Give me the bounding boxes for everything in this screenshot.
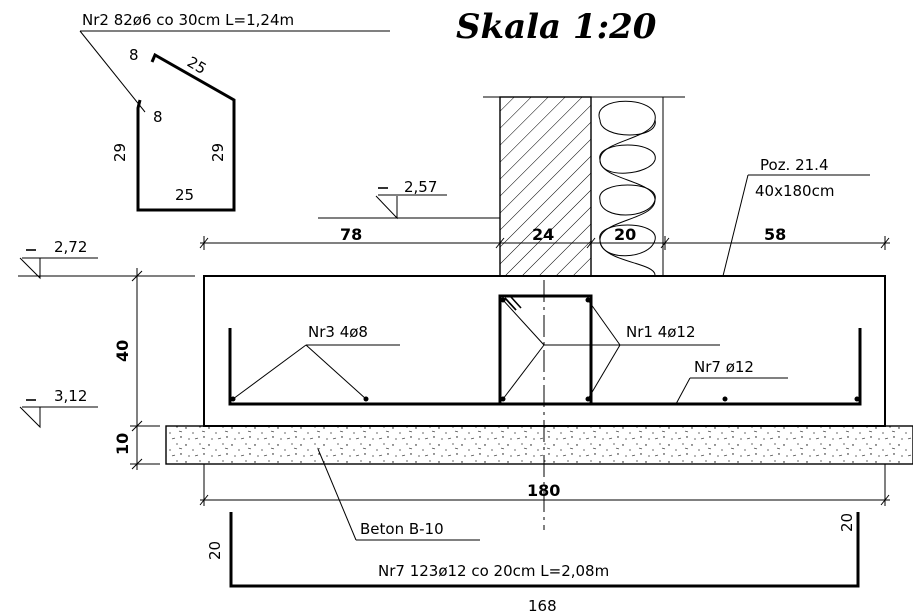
nr7-leader bbox=[675, 377, 691, 405]
dim-24: 24 bbox=[532, 225, 554, 244]
stirrup-hook-a bbox=[504, 297, 517, 311]
nr2-leader bbox=[79, 30, 146, 113]
wall-section bbox=[499, 96, 592, 277]
poz-leader bbox=[722, 174, 749, 277]
dim-40: 40 bbox=[113, 340, 132, 362]
nr3-label: Nr3 4ø8 bbox=[308, 323, 368, 341]
nr1-label: Nr1 4ø12 bbox=[626, 323, 696, 341]
nr2-stirrup-shape bbox=[136, 52, 236, 212]
dim-58: 58 bbox=[764, 225, 786, 244]
top-dim-ticks bbox=[199, 236, 890, 250]
stirrup-hook-b bbox=[510, 296, 522, 309]
dim-168: 168 bbox=[528, 597, 557, 615]
scale-title: Skala 1:20 bbox=[456, 7, 657, 47]
lean-concrete-layer bbox=[165, 425, 913, 465]
level-2-57: 2,57 bbox=[404, 178, 437, 196]
dim-180-ticks bbox=[199, 464, 890, 506]
level-3-12-marker bbox=[19, 406, 41, 429]
rebar-dots bbox=[230, 297, 860, 402]
dim-20: 20 bbox=[614, 225, 636, 244]
stirrup-dim-8-left: 8 bbox=[153, 108, 163, 126]
level-2-72-marker bbox=[19, 257, 41, 280]
stirrup-dim-29-left: 29 bbox=[111, 143, 129, 162]
level-2-57-marker bbox=[375, 195, 398, 220]
dim-20-right: 20 bbox=[838, 513, 856, 532]
dim-10: 10 bbox=[113, 433, 132, 455]
nr2-label: Nr2 82ø6 co 30cm L=1,24m bbox=[82, 11, 294, 29]
dim-180: 180 bbox=[527, 481, 560, 500]
nr1-leaders bbox=[502, 299, 621, 400]
stirrup-dim-25-bottom: 25 bbox=[175, 186, 194, 204]
nr1-stirrup-section bbox=[498, 294, 593, 406]
poz-label: Poz. 21.4 bbox=[760, 156, 829, 174]
nr7-bar-shape bbox=[229, 512, 860, 588]
stirrup-dim-8-top: 8 bbox=[129, 46, 139, 64]
nr3-leader-a bbox=[232, 344, 307, 400]
nr7-schedule-label: Nr7 123ø12 co 20cm L=2,08m bbox=[378, 562, 609, 580]
beton-label: Beton B-10 bbox=[360, 520, 444, 538]
nr3-leader-b bbox=[305, 344, 367, 400]
stirrup-dim-29-right: 29 bbox=[209, 143, 227, 162]
level-3-12: 3,12 bbox=[54, 387, 87, 405]
dim-78: 78 bbox=[340, 225, 362, 244]
size-label: 40x180cm bbox=[755, 182, 834, 200]
dim-20-left: 20 bbox=[206, 541, 224, 560]
beton-leader bbox=[317, 448, 357, 541]
nr7-label: Nr7 ø12 bbox=[694, 358, 754, 376]
insulation-pattern bbox=[598, 100, 656, 276]
vertical-dim-ticks bbox=[130, 270, 160, 470]
level-2-72: 2,72 bbox=[54, 238, 87, 256]
